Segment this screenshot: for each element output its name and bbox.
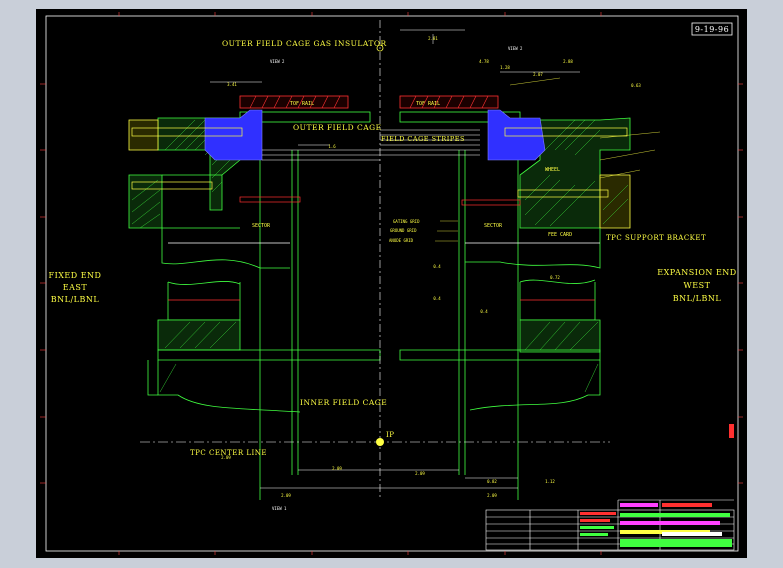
frame-border bbox=[45, 15, 739, 552]
label-ip: IP bbox=[386, 431, 394, 439]
label-outer-field-cage: OUTER FIELD CAGE bbox=[293, 123, 382, 132]
left-region-line2: EAST bbox=[63, 283, 88, 292]
label-ground-grid: GROUND GRID bbox=[390, 228, 417, 233]
right-structure bbox=[399, 111, 631, 500]
dim-right-small-b: 0.4 bbox=[433, 264, 441, 269]
label-outer-gas-insulator: OUTER FIELD CAGE GAS INSULATOR bbox=[222, 39, 387, 48]
label-inner-field-cage: INNER FIELD CAGE bbox=[300, 398, 387, 407]
left-tof-hatch bbox=[249, 95, 341, 109]
label-wheel: WHEEL bbox=[545, 167, 560, 173]
label-tpc-center-line: TPC CENTER LINE bbox=[190, 449, 267, 457]
dim-fee-width: 0.72 bbox=[550, 275, 560, 280]
dim-right-top-a: 4.78 bbox=[479, 59, 489, 64]
ip-marker bbox=[376, 438, 384, 446]
left-insulator bbox=[204, 109, 263, 161]
dim-bottom-left: 2.09 bbox=[332, 466, 342, 471]
right-tof-hatch bbox=[409, 95, 489, 109]
view-top-right: VIEW 2 bbox=[508, 46, 523, 51]
view-bottom: VIEW 1 bbox=[272, 506, 287, 511]
field-cage-stripes bbox=[262, 129, 480, 161]
left-bolt-top bbox=[131, 127, 243, 137]
dim-left-mid: 1.6 bbox=[328, 144, 336, 149]
right-bolt-top bbox=[504, 127, 628, 137]
left-tof-rail bbox=[239, 95, 349, 109]
dim-right-top-c: 2.07 bbox=[533, 72, 543, 77]
view-top-left: VIEW 2 bbox=[270, 59, 285, 64]
drawing-canvas bbox=[36, 9, 747, 558]
label-anode-grid: ANODE GRID bbox=[389, 238, 414, 243]
dim-bottom-center: 2.09 bbox=[415, 471, 425, 476]
top-marker bbox=[376, 44, 384, 52]
right-insulator bbox=[487, 109, 546, 161]
label-tpc-support-bracket: TPC SUPPORT BRACKET bbox=[606, 234, 706, 242]
dimension-lines bbox=[210, 29, 580, 489]
dim-bottom-right-a: 0.82 bbox=[487, 479, 497, 484]
right-red-pad bbox=[461, 199, 521, 206]
right-hatching bbox=[524, 119, 629, 393]
label-field-cage-stripes: FIELD CAGE STRIPES bbox=[381, 135, 465, 143]
dim-bottom-right-b: 1.12 bbox=[545, 479, 555, 484]
dim-bottom-wide-left: 2.09 bbox=[281, 493, 291, 498]
border-ticks bbox=[40, 12, 743, 555]
dim-bottom-wide-right: 2.09 bbox=[487, 493, 497, 498]
dim-top-center: 2.81 bbox=[428, 36, 438, 41]
date-box bbox=[691, 22, 733, 36]
label-tof-rail-left: TOF RAIL bbox=[290, 101, 314, 107]
right-region-line3: BNL/LBNL bbox=[673, 294, 722, 303]
dim-right-top-d: 2.88 bbox=[563, 59, 573, 64]
label-sector-right: SECTOR bbox=[484, 223, 503, 229]
label-gating-grid: GATING GRID bbox=[393, 219, 420, 224]
right-callouts bbox=[435, 77, 661, 242]
right-region-line1: EXPANSION END bbox=[657, 268, 736, 277]
label-fee-card: FEE CARD bbox=[548, 232, 572, 238]
dim-left-small: 0.4 bbox=[433, 296, 441, 301]
dim-right-radius: 0.63 bbox=[631, 83, 641, 88]
red-marker bbox=[729, 424, 734, 438]
right-bolt-mid bbox=[517, 189, 609, 198]
dim-right-small-a: 0.4 bbox=[480, 309, 488, 314]
left-region-line3: BNL/LBNL bbox=[51, 295, 100, 304]
right-region-line2: WEST bbox=[684, 281, 711, 290]
left-region-line1: FIXED END bbox=[49, 271, 102, 280]
title-block-fill bbox=[580, 503, 732, 547]
label-sector-left: SECTOR bbox=[252, 223, 271, 229]
left-bolt-mid bbox=[131, 181, 213, 190]
left-red-pad bbox=[239, 196, 301, 203]
dim-bottom-left-2: 2.09 bbox=[221, 455, 231, 460]
label-tof-rail-right: TOF RAIL bbox=[416, 101, 440, 107]
date-text: 9-19-96 bbox=[695, 25, 729, 34]
dim-left-top: 3.41 bbox=[227, 82, 237, 87]
dim-right-top-b: 1.28 bbox=[500, 65, 510, 70]
